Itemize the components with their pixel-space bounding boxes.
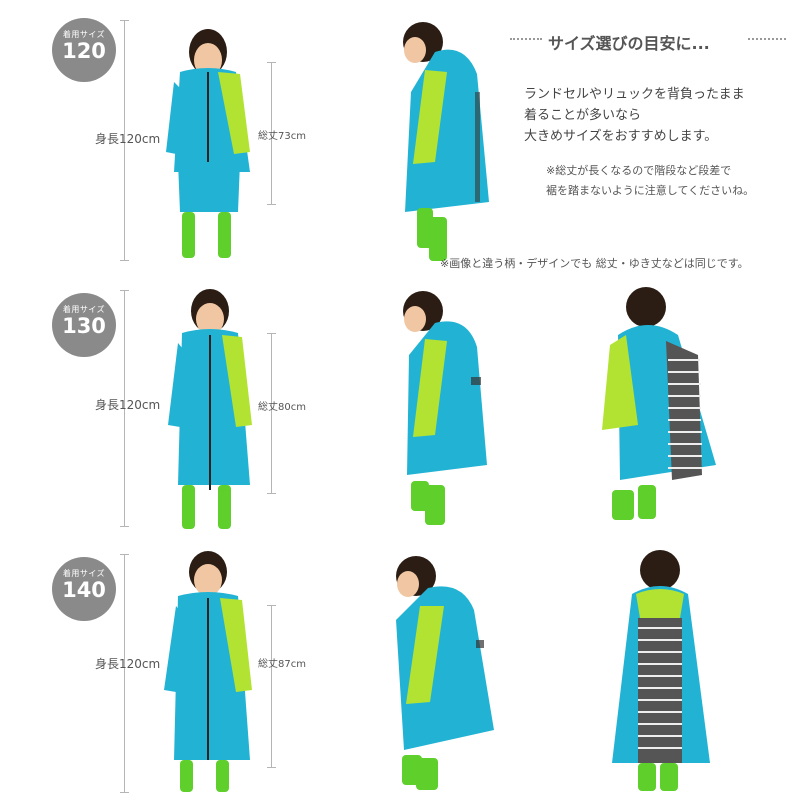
child-front-photo-120: [166, 29, 250, 258]
badge-size: 120: [62, 39, 106, 63]
info-line-2: 着ることが多いなら: [524, 108, 642, 123]
length-label: 総丈73cm: [258, 131, 306, 142]
length-label: 総丈87cm: [258, 659, 306, 670]
height-guide-line: [124, 20, 125, 260]
child-back-photo-130: [602, 287, 716, 520]
height-label: 身長120cm: [95, 657, 161, 671]
child-front-photo-130: [168, 289, 252, 529]
badge-caption: 着用サイズ: [62, 305, 106, 314]
info-line-1: ランドセルやリュックを背負ったまま: [524, 87, 745, 102]
badge-caption: 着用サイズ: [62, 30, 106, 39]
height-label: 身長120cm: [95, 132, 161, 146]
caution-line-1: ※総丈が長くなるので階段など段差で: [546, 164, 732, 177]
footnote: ※画像と違う柄・デザインでも 総丈・ゆき丈などは同じです。: [440, 257, 749, 270]
length-guide-line: [271, 605, 272, 767]
height-guide-line: [124, 554, 125, 792]
title-divider-left: [510, 38, 542, 40]
info-line-3: 大きめサイズをおすすめします。: [524, 129, 718, 144]
child-front-photo-140: [164, 551, 252, 792]
size-badge-120: 着用サイズ 120: [52, 18, 116, 82]
caution-line-2: 裾を踏まないように注意してくださいね。: [546, 184, 755, 197]
size-badge-130: 着用サイズ 130: [52, 293, 116, 357]
child-side-photo-140: [396, 556, 494, 790]
badge-size: 140: [62, 578, 106, 602]
badge-size: 130: [62, 314, 106, 338]
badge-caption: 着用サイズ: [62, 569, 106, 578]
height-guide-line: [124, 290, 125, 526]
child-side-photo-130: [403, 291, 487, 525]
size-badge-140: 着用サイズ 140: [52, 557, 116, 621]
child-side-photo-120: [403, 22, 489, 261]
title-divider-right: [748, 38, 786, 40]
length-guide-line: [271, 333, 272, 493]
length-label: 総丈80cm: [258, 402, 306, 413]
child-back-photo-140: [612, 550, 710, 791]
height-label: 身長120cm: [95, 398, 161, 412]
info-title: サイズ選びの目安に...: [548, 34, 710, 53]
length-guide-line: [271, 62, 272, 204]
